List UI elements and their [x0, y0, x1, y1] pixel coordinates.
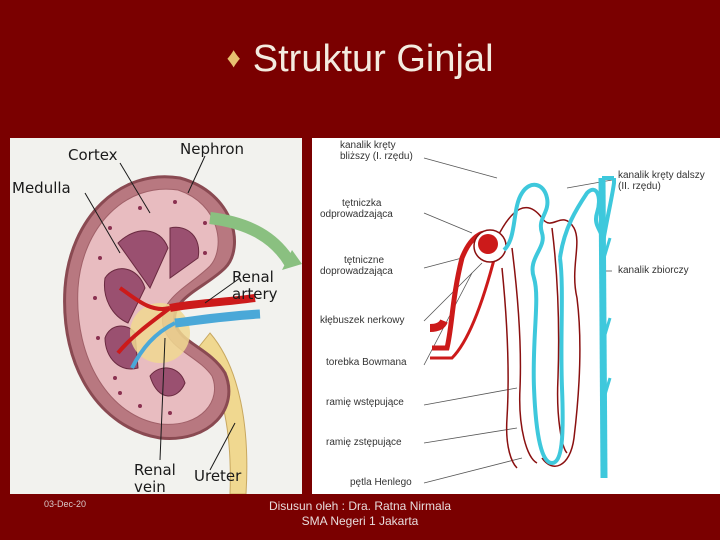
label-renal-artery-1: Renal	[232, 268, 274, 286]
medulla-pyramids	[103, 226, 200, 397]
label-descending: ramię zstępujące	[326, 437, 402, 448]
label-ascending: ramię wstępujące	[326, 397, 404, 408]
kidney-diagram: Cortex Nephron Medulla Renal artery Rena…	[10, 138, 302, 494]
renal-vein-vessel	[174, 309, 261, 328]
slide-title-text: Struktur Ginjal	[252, 38, 494, 80]
label-efferent-1: tętniczka	[342, 198, 382, 209]
label-bowman: torebka Bowmana	[326, 357, 407, 368]
slide-title: ♦ Struktur Ginjal	[0, 38, 720, 81]
nephron-arrow	[209, 212, 296, 267]
collecting-duct	[598, 177, 608, 479]
label-efferent-2: odprowadzająca	[320, 209, 393, 220]
footer-author-line2: SMA Negeri 1 Jakarta	[301, 514, 419, 528]
glomerulus	[478, 234, 498, 254]
label-medulla: Medulla	[12, 179, 71, 197]
label-renal-artery-2: artery	[232, 285, 278, 303]
footer-date: 03-Dec-20	[44, 499, 87, 509]
label-afferent-1: tętniczne	[344, 255, 385, 266]
nephron-diagram: kanalik kręty bliższy (I. rzędu) tętnicz…	[312, 138, 720, 494]
label-ureter: Ureter	[194, 467, 242, 485]
label-distal-2: (II. rzędu)	[618, 181, 661, 192]
label-renal-vein-2: vein	[134, 478, 166, 494]
label-distal-1: kanalik kręty dalszy	[618, 170, 705, 181]
label-proximal-1: kanalik kręty	[340, 140, 396, 151]
leader-lines	[84, 155, 241, 471]
footer-author-line1: Disusun oleh : Dra. Ratna Nirmala	[268, 499, 452, 513]
label-proximal-2: bliższy (I. rzędu)	[340, 151, 413, 162]
cortex-dots	[93, 200, 207, 415]
label-nephron: Nephron	[180, 140, 244, 158]
renal-artery-vessel	[169, 294, 256, 312]
footer-author: Disusun oleh : Dra. Ratna Nirmala SMA Ne…	[240, 499, 480, 529]
nephron-illustration	[423, 157, 616, 484]
kidney-illustration	[63, 155, 302, 494]
label-afferent-2: doprowadzająca	[320, 266, 393, 277]
label-cortex: Cortex	[68, 146, 118, 164]
label-henle: pętla Henlego	[350, 477, 412, 488]
diamond-bullet-icon: ♦	[226, 42, 241, 73]
label-renal-vein-1: Renal	[134, 461, 176, 479]
label-glomerulus: kłębuszek nerkowy	[320, 315, 405, 326]
label-collecting: kanalik zbiorczy	[618, 265, 689, 276]
